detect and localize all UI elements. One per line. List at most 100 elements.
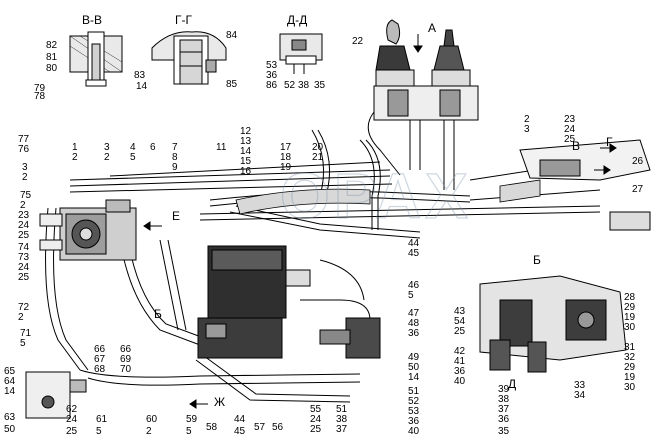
callout-number-73: 61 <box>96 414 108 425</box>
callout-number-99: 49 <box>408 352 420 363</box>
section-label-7: Г <box>606 135 613 149</box>
callout-number-24: 4 <box>130 142 136 153</box>
callout-number-9: 53 <box>266 60 278 71</box>
callout-number-51: 24 <box>18 220 30 231</box>
callout-number-3: 79 <box>34 83 46 94</box>
mounting-bracket <box>519 139 651 231</box>
callout-number-102: 51 <box>408 386 420 397</box>
callout-number-87: 51 <box>336 404 348 415</box>
callout-number-80: 44 <box>234 414 246 425</box>
callout-number-106: 40 <box>408 426 420 437</box>
section-label-1: Г-Г <box>175 13 192 27</box>
callout-number-90: 66 <box>94 344 106 355</box>
view-arrows <box>143 34 617 409</box>
callout-number-65: 65 <box>4 366 16 377</box>
callout-number-6: 83 <box>134 70 146 81</box>
callout-number-38: 19 <box>280 162 292 173</box>
callout-number-40: 21 <box>312 152 324 163</box>
callout-number-58: 45 <box>408 248 420 259</box>
callout-number-7: 14 <box>136 81 148 92</box>
callout-number-39: 20 <box>312 142 324 153</box>
callout-number-28: 8 <box>172 152 178 163</box>
callout-number-17: 76 <box>18 144 30 155</box>
callout-number-121: 19 <box>624 372 636 383</box>
callout-number-72: 25 <box>66 426 78 437</box>
callout-number-63: 71 <box>20 328 32 339</box>
callout-number-112: 36 <box>454 366 466 377</box>
callout-number-88: 38 <box>336 414 348 425</box>
callout-number-118: 31 <box>624 342 636 353</box>
callout-number-11: 86 <box>266 80 278 91</box>
callout-number-67: 14 <box>4 386 16 397</box>
callout-number-30: 11 <box>216 142 227 153</box>
valve-block <box>197 245 381 359</box>
callout-number-62: 2 <box>18 312 24 323</box>
callout-number-75: 60 <box>146 414 158 425</box>
callout-number-127: 35 <box>498 426 510 437</box>
callout-number-52: 25 <box>18 230 30 241</box>
callout-number-35: 16 <box>240 166 252 177</box>
callout-number-61: 72 <box>18 302 30 313</box>
callout-number-54: 73 <box>18 252 30 263</box>
callout-number-104: 53 <box>408 406 420 417</box>
callout-number-117: 30 <box>624 322 636 333</box>
callout-number-18: 3 <box>22 162 28 173</box>
callout-number-26: 6 <box>150 142 156 153</box>
callout-number-32: 13 <box>240 136 252 147</box>
callout-number-109: 25 <box>454 326 466 337</box>
callout-number-110: 42 <box>454 346 466 357</box>
callout-number-68: 63 <box>4 412 16 423</box>
callout-number-125: 37 <box>498 404 510 415</box>
callout-number-79: 58 <box>206 422 218 433</box>
callout-number-55: 24 <box>18 262 30 273</box>
callout-number-114: 28 <box>624 292 636 303</box>
callout-number-84: 55 <box>310 404 322 415</box>
callout-number-42: 3 <box>524 124 530 135</box>
callout-number-78: 5 <box>186 426 192 437</box>
callout-number-41: 2 <box>524 114 530 125</box>
section-label-3: А <box>428 21 436 35</box>
callout-number-111: 41 <box>454 356 466 367</box>
callout-number-19: 2 <box>22 172 28 183</box>
callout-number-105: 36 <box>408 416 420 427</box>
callout-number-107: 43 <box>454 306 466 317</box>
section-label-8: В <box>572 139 580 153</box>
watermark: ОРАХ <box>280 160 472 232</box>
callout-number-36: 17 <box>280 142 292 153</box>
callout-number-10: 36 <box>266 70 278 81</box>
callout-number-0: 82 <box>46 40 58 51</box>
callout-number-2: 80 <box>46 63 58 74</box>
callout-number-47: 27 <box>632 184 644 195</box>
callout-number-69: 50 <box>4 424 16 435</box>
section-label-4: Б <box>533 253 541 267</box>
callout-number-15: 22 <box>352 36 364 47</box>
callout-number-44: 24 <box>564 124 576 135</box>
callout-number-66: 64 <box>4 376 16 387</box>
section-view-d-d <box>279 33 323 74</box>
callout-number-76: 2 <box>146 426 152 437</box>
callout-number-82: 57 <box>254 422 266 433</box>
callout-number-20: 1 <box>72 142 78 153</box>
callout-number-128: 33 <box>574 380 586 391</box>
callout-number-124: 38 <box>498 394 510 405</box>
callout-number-49: 2 <box>20 200 26 211</box>
callout-number-100: 50 <box>408 362 420 373</box>
callout-number-14: 35 <box>314 80 326 91</box>
callout-number-81: 45 <box>234 426 246 437</box>
callout-number-77: 59 <box>186 414 198 425</box>
section-view-g-g <box>151 31 227 85</box>
callout-number-25: 5 <box>130 152 136 163</box>
joystick-unit <box>367 19 479 190</box>
callout-number-1: 81 <box>46 52 58 63</box>
callout-number-12: 52 <box>284 80 296 91</box>
callout-number-129: 34 <box>574 390 586 401</box>
callout-number-43: 23 <box>564 114 576 125</box>
callout-number-50: 23 <box>18 210 30 221</box>
callout-number-23: 2 <box>104 152 110 163</box>
callout-number-97: 48 <box>408 318 420 329</box>
callout-number-16: 77 <box>18 134 30 145</box>
callout-number-71: 24 <box>66 414 78 425</box>
callout-number-22: 3 <box>104 142 110 153</box>
